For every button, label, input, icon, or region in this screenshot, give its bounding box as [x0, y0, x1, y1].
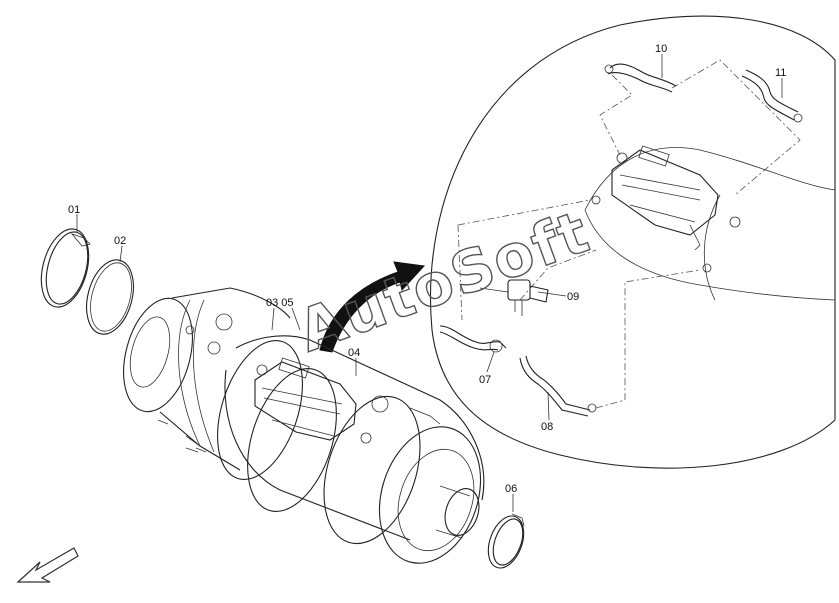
- label-02: 02: [114, 235, 126, 247]
- label-01: 01: [68, 204, 80, 216]
- part-04-muffler-body: [185, 313, 485, 564]
- part-labels: 01 02 03 05 04 06 07 08 09 10 11: [68, 43, 786, 495]
- part-01-clamp: [40, 228, 91, 308]
- part-07-pipe: [439, 325, 507, 353]
- leader-lines: [76, 54, 783, 512]
- part-09-sensor: [479, 279, 549, 316]
- orientation-arrow-icon: [16, 547, 79, 583]
- part-11-pipe: [741, 69, 803, 123]
- label-11: 11: [775, 67, 786, 79]
- label-10: 10: [655, 43, 667, 55]
- label-06: 06: [505, 483, 517, 495]
- part-08-pipe: [519, 355, 597, 417]
- label-07: 07: [479, 374, 491, 386]
- part-10-pipe: [604, 63, 677, 93]
- label-03-05: 03 05: [266, 297, 294, 309]
- label-08: 08: [541, 421, 553, 433]
- watermark: AutoSoft: [290, 197, 599, 365]
- detail-view-bubble: [429, 15, 836, 469]
- rear-catalyst-housing: [123, 287, 291, 471]
- detail-callout-arrow: [319, 261, 426, 353]
- part-06-clamp: [487, 513, 525, 569]
- label-09: 09: [567, 291, 579, 303]
- label-04: 04: [348, 347, 360, 359]
